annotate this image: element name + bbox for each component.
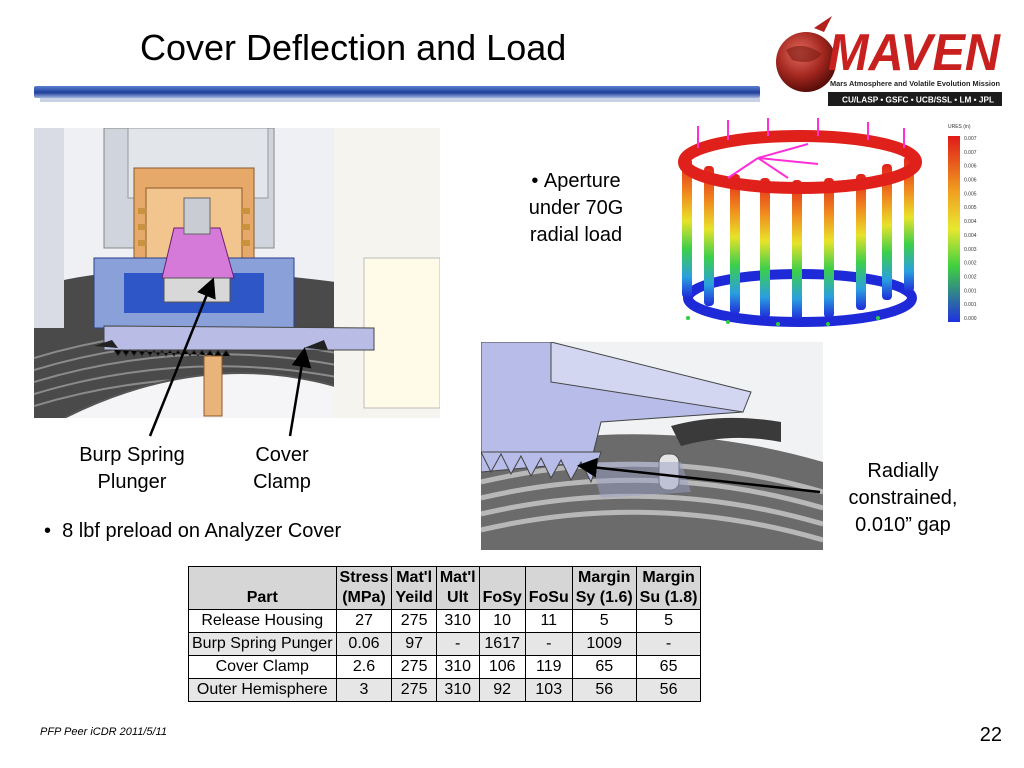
colorbar-tick-label: 0.007	[964, 136, 977, 142]
table-cell: 5	[635, 609, 702, 633]
bullet-text: 8 lbf preload on Analyzer Cover	[62, 520, 342, 542]
colorbar	[948, 136, 960, 322]
table-cell: Release Housing	[188, 609, 337, 633]
colorbar-tick-label: 0.002	[964, 261, 977, 267]
header-fosu: FoSu	[524, 566, 573, 610]
colorbar-tick-label: 0.006	[964, 164, 977, 170]
table-row: Burp Spring Punger 0.06 97 - 1617 - 1009…	[188, 632, 702, 656]
bullet-dot: •	[44, 520, 63, 542]
colorbar-tick-label: 0.005	[964, 205, 977, 211]
bullet-text: Aperture under 70G radial load	[528, 170, 624, 246]
table-cell: 275	[391, 609, 437, 633]
radial-gap-label: Radially constrained, 0.010” gap	[848, 460, 958, 536]
spacecraft-icon	[814, 16, 832, 32]
table-cell: 97	[391, 632, 437, 656]
colorbar-tick-label: 0.003	[964, 247, 977, 253]
colorbar-unit: URES (in)	[948, 124, 971, 130]
colorbar-tick-label: 0.004	[964, 219, 977, 225]
table-cell: 275	[391, 655, 437, 679]
clamp-gap-closeup-image	[481, 342, 823, 550]
bullet-dot: •	[531, 170, 544, 192]
colorbar-tick-label: 0.006	[964, 178, 977, 184]
logo-subtitle: Mars Atmosphere and Volatile Evolution M…	[830, 79, 1000, 88]
table-cell: 3	[335, 678, 393, 702]
table-cell: 27	[335, 609, 393, 633]
colorbar-tick-label: 0.005	[964, 191, 977, 197]
table-cell: Outer Hemisphere	[188, 678, 337, 702]
logo-wordmark: MAVEN	[828, 24, 1001, 82]
table-cell: 106	[478, 655, 526, 679]
page-title: Cover Deflection and Load	[140, 27, 567, 68]
header-fosy: FoSy	[478, 566, 526, 610]
title-underline-shadow	[40, 98, 760, 102]
table-cell: 310	[435, 678, 480, 702]
table-cell: 65	[635, 655, 702, 679]
table-cell: 310	[435, 655, 480, 679]
table-cell: 103	[524, 678, 573, 702]
table-cell: 310	[435, 609, 480, 633]
table-cell: -	[635, 632, 702, 656]
logo-partner-band	[828, 92, 1002, 106]
table-cell: 92	[478, 678, 526, 702]
fea-deflection-plot: URES (in) 0.007 0.007 0.006 0.006 0.005 0.005…	[668, 118, 986, 328]
colorbar-tick-label: 0.001	[964, 302, 977, 308]
header-stress: Stress(MPa)	[335, 566, 393, 610]
cover-clamp-label: Cover Clamp	[253, 444, 311, 493]
table-row: Release Housing 27 275 310 10 11 5 5	[188, 609, 702, 633]
colorbar-tick-label: 0.001	[964, 288, 977, 294]
table-cell: -	[435, 632, 480, 656]
logo-partners: CU/LASP • GSFC • UCB/SSL • LM • JPL	[842, 96, 994, 105]
colorbar-tick-label: 0.007	[964, 150, 977, 156]
table-cell: 10	[478, 609, 526, 633]
table-cell: Burp Spring Punger	[188, 632, 337, 656]
aperture-load-bullet: • Aperture under 70G radial load	[516, 168, 636, 249]
page-number: 22	[979, 724, 1002, 746]
mars-planet-icon	[776, 32, 836, 92]
preload-bullet: • 8 lbf preload on Analyzer Cover	[44, 518, 341, 545]
table-cell: 5	[571, 609, 637, 633]
table-cell: 1009	[571, 632, 637, 656]
table-cell: Cover Clamp	[188, 655, 337, 679]
burp-spring-plunger-label: Burp Spring Plunger	[79, 444, 185, 493]
colorbar-tick-label: 0.000	[964, 316, 977, 322]
table-cell: 0.06	[335, 632, 393, 656]
table-cell: 2.6	[335, 655, 393, 679]
header-part: Part	[188, 566, 337, 610]
table-cell: 65	[571, 655, 637, 679]
cad-cross-section-image	[34, 128, 440, 418]
footer-text: PFP Peer iCDR 2011/5/11	[40, 726, 167, 738]
table-cell: 11	[524, 609, 573, 633]
colorbar-tick-label: 0.002	[964, 274, 977, 280]
maven-logo: MAVEN Mars Atmosphere and Volatile Evolu…	[776, 16, 1002, 106]
table-cell: 56	[571, 678, 637, 702]
table-cell: 119	[524, 655, 573, 679]
colorbar-tick-label: 0.004	[964, 233, 977, 239]
table-cell: 1617	[478, 632, 526, 656]
table-cell: 275	[391, 678, 437, 702]
table-cell: -	[524, 632, 573, 656]
title-underline-bar	[34, 86, 760, 98]
table-cell: 56	[635, 678, 702, 702]
table-row: Outer Hemisphere 3 275 310 92 103 56 56	[188, 678, 702, 702]
table-row: Cover Clamp 2.6 275 310 106 119 65 65	[188, 655, 702, 679]
